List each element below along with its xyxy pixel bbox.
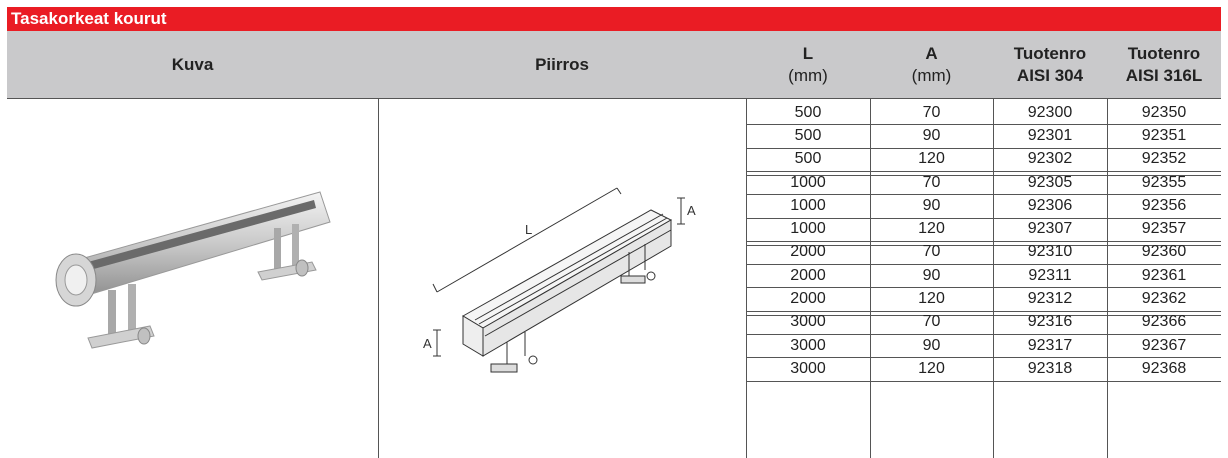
header-height-unit: (mm) bbox=[911, 65, 952, 85]
cell-aisi316: 92351 bbox=[1141, 126, 1187, 144]
cell-aisi304: 92317 bbox=[1027, 336, 1073, 354]
cell-aisi304: 92307 bbox=[1027, 220, 1073, 238]
cell-aisi304: 92300 bbox=[1027, 103, 1073, 121]
header-aisi316-line2: AISI 316L bbox=[1125, 65, 1203, 85]
cell-aisi304: 92318 bbox=[1027, 359, 1073, 377]
header-height: A (mm) bbox=[870, 31, 993, 98]
cell-length: 1000 bbox=[790, 173, 826, 191]
cell-height: 90 bbox=[922, 196, 941, 214]
cell-aisi316: 92362 bbox=[1141, 290, 1187, 308]
drawing-label-length: L bbox=[525, 222, 532, 237]
header-aisi304-line2: AISI 304 bbox=[1016, 65, 1084, 85]
row-divider bbox=[746, 380, 1221, 382]
cell-aisi316: 92357 bbox=[1141, 220, 1187, 238]
row-divider bbox=[746, 147, 1221, 149]
header-drawing: Piirros bbox=[378, 31, 746, 98]
cell-aisi304: 92311 bbox=[1028, 266, 1072, 284]
cell-aisi316: 92356 bbox=[1141, 196, 1187, 214]
cell-aisi316: 92367 bbox=[1141, 336, 1187, 354]
cell-aisi316: 92361 bbox=[1141, 266, 1187, 284]
cell-length: 3000 bbox=[790, 359, 826, 377]
row-divider bbox=[746, 240, 1221, 246]
column-divider bbox=[993, 98, 994, 458]
cell-height: 120 bbox=[918, 359, 945, 377]
header-bottom-line bbox=[7, 98, 1221, 99]
cell-aisi304: 92306 bbox=[1027, 196, 1073, 214]
header-aisi316: Tuotenro AISI 316L bbox=[1107, 31, 1221, 98]
drawing-label-height-left: A bbox=[423, 336, 432, 351]
cell-length: 500 bbox=[794, 103, 822, 121]
header-height-symbol: A bbox=[925, 43, 938, 63]
product-photo bbox=[55, 191, 331, 349]
header-drawing-label: Piirros bbox=[535, 54, 589, 74]
header-aisi316-line1: Tuotenro bbox=[1127, 43, 1201, 63]
cell-aisi304: 92302 bbox=[1027, 150, 1073, 168]
header-aisi304-line1: Tuotenro bbox=[1013, 43, 1087, 63]
cell-length: 2000 bbox=[790, 243, 826, 261]
cell-height: 120 bbox=[918, 220, 945, 238]
header-aisi304: Tuotenro AISI 304 bbox=[993, 31, 1107, 98]
cell-length: 1000 bbox=[790, 196, 826, 214]
cell-length: 500 bbox=[794, 126, 822, 144]
cell-height: 90 bbox=[922, 126, 941, 144]
row-divider bbox=[746, 124, 1221, 126]
cell-aisi316: 92355 bbox=[1141, 173, 1187, 191]
cell-height: 70 bbox=[922, 243, 941, 261]
cell-height: 70 bbox=[922, 313, 941, 331]
row-divider bbox=[746, 334, 1221, 335]
cell-length: 1000 bbox=[790, 220, 826, 238]
cell-aisi316: 92366 bbox=[1141, 313, 1187, 331]
cell-aisi304: 92316 bbox=[1027, 313, 1073, 331]
cell-height: 70 bbox=[922, 173, 941, 191]
header-image-label: Kuva bbox=[171, 54, 214, 74]
row-divider bbox=[746, 357, 1221, 359]
cell-aisi316: 92368 bbox=[1141, 359, 1187, 377]
column-divider bbox=[378, 98, 379, 458]
column-divider bbox=[870, 98, 871, 458]
row-divider bbox=[746, 217, 1221, 219]
row-divider bbox=[746, 264, 1221, 266]
column-divider bbox=[746, 98, 747, 458]
cell-length: 500 bbox=[794, 150, 822, 168]
header-image: Kuva bbox=[7, 31, 378, 98]
cell-length: 2000 bbox=[790, 290, 826, 308]
column-divider bbox=[1107, 98, 1108, 458]
cell-height: 120 bbox=[918, 150, 945, 168]
cell-aisi304: 92312 bbox=[1027, 290, 1073, 308]
cell-aisi316: 92350 bbox=[1141, 103, 1187, 121]
table-title-bar: Tasakorkeat kourut bbox=[7, 7, 1221, 31]
cell-length: 2000 bbox=[790, 266, 826, 284]
cell-height: 70 bbox=[922, 103, 941, 121]
table-title: Tasakorkeat kourut bbox=[11, 9, 167, 28]
table-header: Kuva Piirros L (mm) A (mm) Tuotenro AISI… bbox=[7, 31, 1221, 98]
row-divider bbox=[746, 170, 1221, 176]
cell-aisi316: 92360 bbox=[1141, 243, 1187, 261]
drawing-label-height-top: A bbox=[687, 203, 696, 218]
cell-aisi304: 92305 bbox=[1027, 173, 1073, 191]
cell-length: 3000 bbox=[790, 313, 826, 331]
technical-drawing: L A A bbox=[423, 187, 696, 373]
header-length-unit: (mm) bbox=[788, 65, 828, 85]
row-divider bbox=[746, 194, 1221, 196]
cell-aisi316: 92352 bbox=[1141, 150, 1187, 168]
cell-aisi304: 92301 bbox=[1027, 126, 1073, 144]
cell-aisi304: 92310 bbox=[1027, 243, 1073, 261]
cell-height: 90 bbox=[922, 266, 941, 284]
cell-length: 3000 bbox=[790, 336, 826, 354]
row-divider bbox=[746, 287, 1221, 289]
header-length: L (mm) bbox=[746, 31, 870, 98]
row-divider bbox=[746, 310, 1221, 316]
cell-height: 90 bbox=[922, 336, 941, 354]
header-length-symbol: L bbox=[802, 43, 814, 63]
cell-height: 120 bbox=[918, 290, 945, 308]
